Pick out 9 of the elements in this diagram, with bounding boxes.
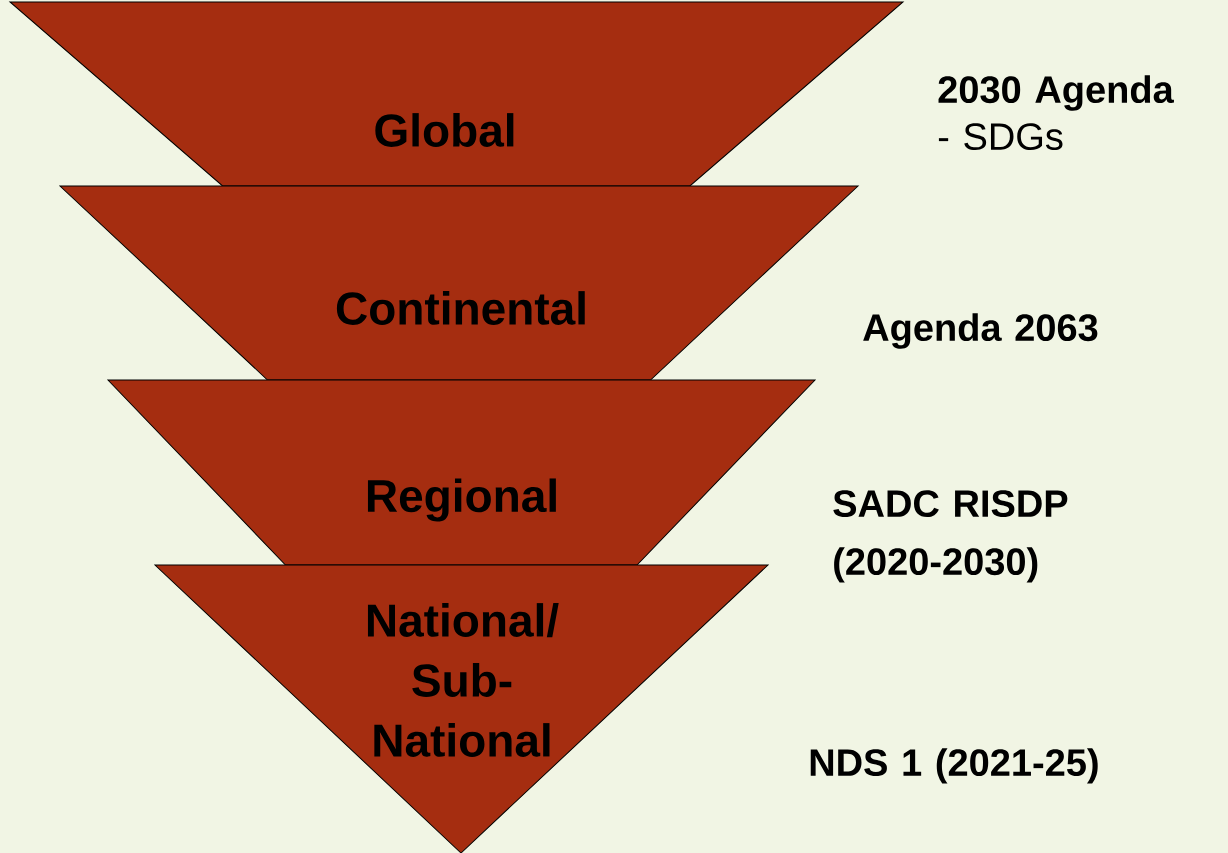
level-note: NDS 1 (2021-25): [810, 748, 1098, 784]
level-trapezoid: Continental: [59, 185, 859, 381]
level-note: Agenda 2063: [863, 313, 1098, 349]
level-trapezoid: Regional: [107, 379, 816, 566]
level-note: - SDGs: [938, 123, 1063, 151]
level-trapezoid: Global: [9, 1, 904, 187]
level-note: SADC RISDP (2020-2030): [833, 490, 1068, 583]
level-triangle: National/ Sub- National: [154, 564, 769, 853]
level-note: 2030 Agenda: [938, 75, 1174, 111]
